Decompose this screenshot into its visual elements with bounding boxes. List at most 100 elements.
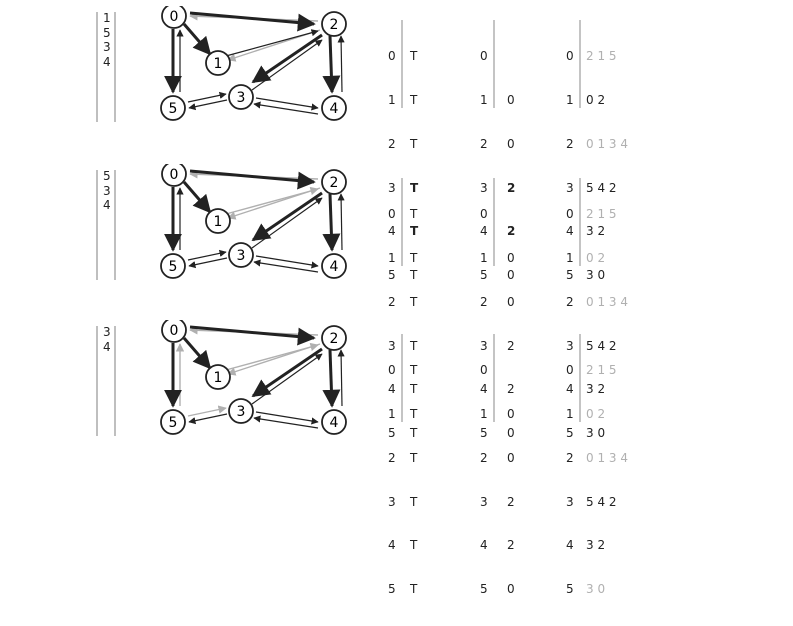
edgeto-value: 2 [507,180,516,195]
adj-index: 4 [566,224,574,239]
edge-2-3 [251,33,323,84]
edge-0-1 [182,23,212,56]
edgeto-value: 0 [507,294,515,309]
adj-list: 5 4 2 [586,494,617,509]
svg-text:3: 3 [237,404,246,420]
queue-bar-left [96,326,98,436]
marked-index: 1 [388,250,396,265]
marked-value: T [410,49,418,64]
edgeto-value: 0 [507,250,515,265]
vertex-3: 3 [228,398,254,424]
edge-5-3 [187,249,227,261]
queue-item: 3 [103,325,111,339]
adj-list: 3 2 [586,538,606,553]
marked-value: T [410,338,418,353]
edge-1-2 [225,186,319,215]
graph-svg: 0 1 2 3 4 5 [160,317,347,435]
marked-value: T [410,494,418,509]
queue-item: 4 [103,339,111,354]
queue-item: 3 [103,40,111,55]
edgeto-index: 5 [480,426,488,441]
queue: 5 3 4 [96,170,122,280]
marked-value: T [410,92,418,107]
edge-2-3 [251,191,323,242]
adj-index: 1 [566,406,574,421]
svg-text:4: 4 [330,259,339,275]
marked-value: T [410,426,418,441]
edge-1-2 [225,29,319,57]
edge-3-5 [188,257,228,269]
adj-index: 2 [566,136,574,151]
adj-index: 3 [566,338,574,353]
edge-4-2 [337,35,345,93]
adj-index: 1 [566,250,574,265]
edge-4-3 [253,415,319,429]
vertex-3: 3 [228,242,254,268]
adj-list: 0 2 [586,92,606,107]
svg-text:3: 3 [237,248,246,264]
svg-text:2: 2 [330,17,339,33]
adj-index: 5 [566,268,574,283]
edge-3-4 [255,97,319,111]
edge-4-3 [253,259,319,273]
edgeto-value [507,363,530,378]
edgeto-value: 0 [507,268,515,283]
marked-index: 4 [388,224,396,239]
edgeto-value: 0 [507,582,515,597]
svg-text:0: 0 [170,323,179,339]
vertex-1: 1 [205,50,231,76]
adj-list: 0 1 3 4 [586,136,628,151]
queue-bar-left [96,12,98,122]
adj-index: 4 [566,382,574,397]
edge-3-4 [255,255,319,269]
graph-diagram: 0 1 2 3 4 5 [150,317,365,450]
edgeto-index: 3 [480,180,488,195]
edgeto-index: 0 [480,49,488,64]
queue: 1 5 3 4 [96,12,122,122]
edgeto-index: 1 [480,406,488,421]
edgeto-index: 3 [480,494,488,509]
edge-4-3 [253,101,319,115]
graph-svg: 0 1 2 3 4 5 [160,161,347,279]
vertex-4: 4 [321,409,347,435]
edge-0-2 [189,169,316,190]
vertex-2: 2 [321,325,347,351]
marked-value: T [410,294,418,309]
queue-items: 3 4 [103,326,115,355]
svg-text:0: 0 [170,167,179,183]
edge-3-2 [251,353,323,405]
marked-value: T [410,363,418,378]
edgeto-index: 0 [480,363,488,378]
edgeto-value [507,49,530,64]
edgeto-divider [493,334,495,422]
edgeto-value: 0 [507,92,515,107]
svg-text:2: 2 [330,331,339,347]
marked-value: T [410,538,418,553]
queue-item: 4 [103,198,111,213]
vertex-5: 5 [160,95,186,121]
queue-item: 5 [103,169,111,183]
edge-3-4 [255,411,319,425]
queue-item: 5 [103,25,111,40]
marked-value: T [410,180,419,195]
edgeto-value: 2 [507,538,515,553]
queue-bar-right [114,12,116,122]
marked-divider [401,334,403,422]
graph-diagram: 0 1 2 3 4 5 [150,3,365,136]
vertex-2: 2 [321,11,347,37]
edgeto-divider [493,178,495,266]
marked-index: 2 [388,450,396,465]
adj-list: 2 1 5 [586,207,617,222]
edgeto-value: 0 [507,406,515,421]
marked-index: 0 [388,49,396,64]
marked-index: 0 [388,363,396,378]
svg-text:1: 1 [214,214,223,230]
edgeto-index: 5 [480,268,488,283]
vertex-1: 1 [205,208,231,234]
bfs-step-panel-2: 5 3 4 0 1 2 [0,161,793,440]
edgeto-value: 0 [507,450,515,465]
edgeto-value [507,207,530,222]
edge-3-2 [251,197,323,249]
edgeto-index: 5 [480,582,488,597]
vertex-3: 3 [228,84,254,110]
